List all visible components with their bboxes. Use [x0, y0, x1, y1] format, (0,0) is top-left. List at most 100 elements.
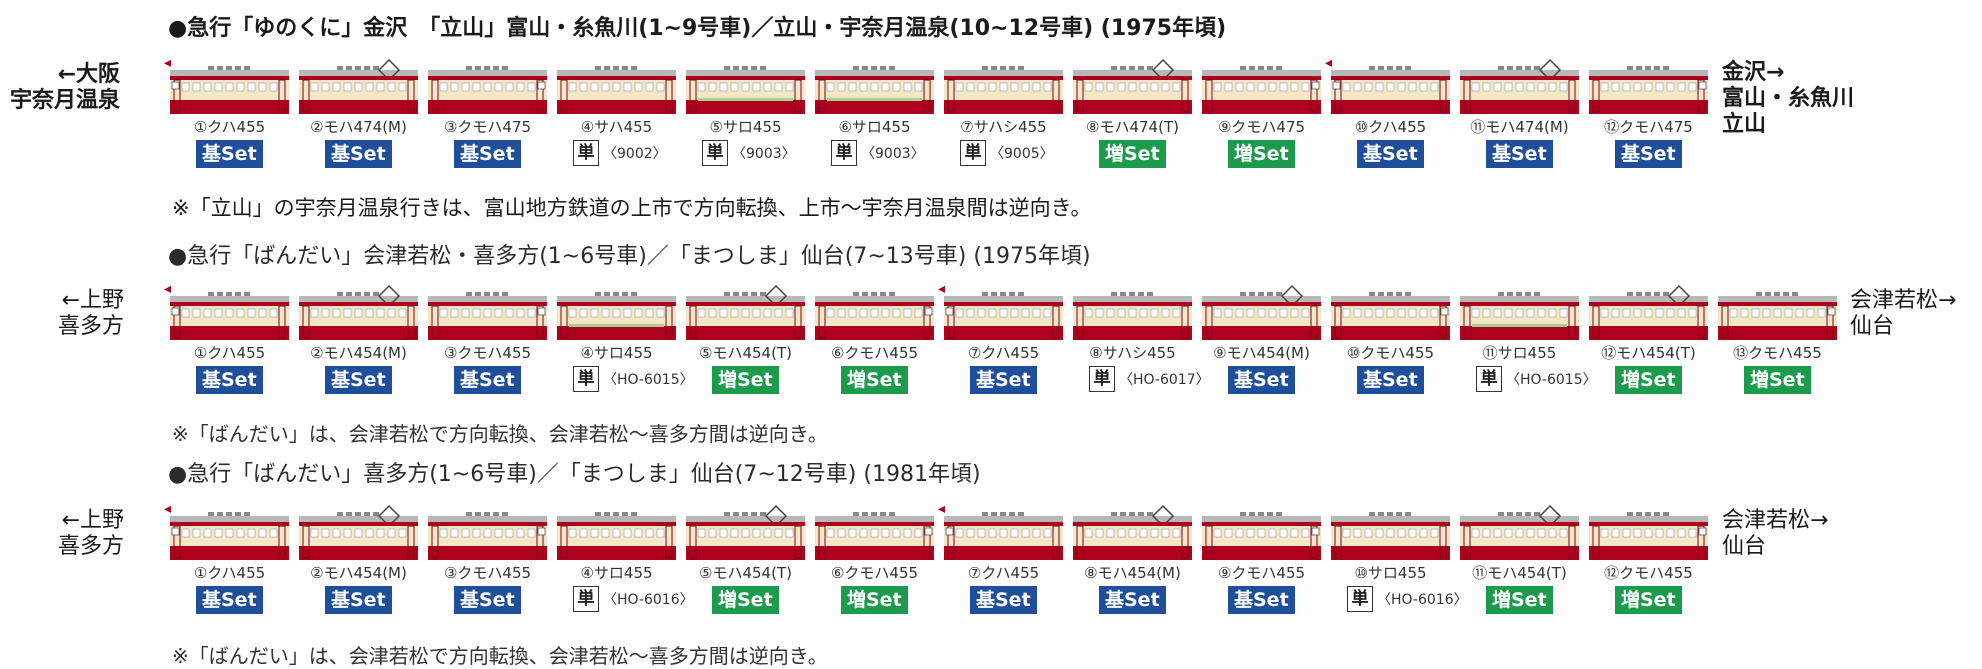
car-body [557, 512, 676, 560]
car-label: ⑧モハ474(T) [1086, 118, 1179, 136]
cab-arrow-icon: ◂ [164, 501, 172, 517]
section-note: ※「ばんだい」は、会津若松で方向転換、会津若松～喜多方間は逆向き。 [172, 644, 828, 668]
right-direction-label: 会津若松→ 仙台 [1850, 288, 1957, 339]
car-label: ③クモハ475 [443, 118, 532, 136]
car-body [299, 504, 418, 560]
base-set-badge: 基Set [1486, 140, 1553, 168]
car-label: ①クハ455 [193, 564, 266, 582]
car-body [1589, 284, 1708, 340]
train-car: ⑤モハ454(T) 増Set [684, 504, 807, 614]
car-body [686, 284, 805, 340]
base-set-badge: 基Set [1615, 140, 1682, 168]
car-label: ②モハ474(M) [310, 118, 407, 136]
single-badge: 単 [573, 366, 599, 392]
car-body [299, 58, 418, 114]
formation-section-1: ●急行「ゆのくに」金沢 「立山」富山・糸魚川(1~9号車)／立山・宇奈月温泉(1… [0, 0, 1982, 220]
single-badge: 単 [702, 140, 728, 166]
car-label: ②モハ454(M) [310, 344, 407, 362]
car-label: ⑬クモハ455 [1733, 344, 1822, 362]
car-label: ⑥サロ455 [838, 118, 911, 136]
car-label: ⑪サロ455 [1482, 344, 1557, 362]
car-label: ⑧サハシ455 [1089, 344, 1176, 362]
add-set-badge: 増Set [1615, 586, 1682, 614]
car-label: ⑪モハ474(M) [1470, 118, 1569, 136]
add-set-badge: 増Set [841, 366, 908, 394]
cab-arrow-icon: ◂ [938, 501, 946, 517]
car-label: ⑤モハ454(T) [699, 564, 792, 582]
cab-arrow-icon: ◂ [164, 281, 172, 297]
single-badge: 単 [960, 140, 986, 166]
single-badge: 単 [831, 140, 857, 166]
train-car: ⑪モハ474(M) 基Set [1458, 58, 1581, 168]
right-direction-label: 金沢→ 富山・糸魚川 立山 [1722, 60, 1855, 137]
add-set-badge: 増Set [1744, 366, 1811, 394]
car-body [815, 512, 934, 560]
car-label: ⑨モハ454(M) [1213, 344, 1310, 362]
car-label: ⑦クハ455 [967, 564, 1040, 582]
car-body [1073, 292, 1192, 340]
car-label: ④サロ455 [580, 564, 653, 582]
train-car: ⑧モハ454(M)基Set [1071, 504, 1194, 614]
formation-section-2: ●急行「ばんだい」会津若松・喜多方(1~6号車)／「まつしま」仙台(7~13号車… [58, 244, 1957, 446]
add-set-badge: 増Set [1615, 366, 1682, 394]
base-set-badge: 基Set [1228, 366, 1295, 394]
car-body [428, 512, 547, 560]
add-set-badge: 増Set [712, 586, 779, 614]
section-note: ※「立山」の宇奈月温泉行きは、富山地方鉄道の上市で方向転換、上市～宇奈月温泉間は… [172, 196, 1092, 220]
base-set-badge: 基Set [196, 366, 263, 394]
cab-arrow-icon: ◂ [938, 281, 946, 297]
single-car-product: 単〈HO-6015〉 [573, 366, 694, 392]
add-set-badge: 増Set [841, 586, 908, 614]
train-car: ②モハ454(M)基Set [297, 284, 420, 394]
single-car-product: 単〈9005〉 [960, 140, 1054, 166]
single-car-product: 単〈HO-6016〉 [1347, 586, 1468, 612]
base-set-badge: 基Set [325, 140, 392, 168]
single-badge: 単 [573, 140, 599, 166]
car-label: ⑪モハ454(T) [1472, 564, 1567, 582]
car-label: ⑦クハ455 [967, 344, 1040, 362]
car-body [1718, 292, 1837, 340]
car-body [428, 66, 547, 114]
section-title: ●急行「ばんだい」喜多方(1~6号車)／「まつしま」仙台(7~12号車) (19… [168, 462, 981, 487]
base-set-badge: 基Set [196, 140, 263, 168]
car-body [1589, 66, 1708, 114]
car-body [428, 292, 547, 340]
car-label: ⑩クモハ455 [1346, 344, 1435, 362]
car-label: ①クハ455 [193, 118, 266, 136]
car-label: ⑤モハ454(T) [699, 344, 792, 362]
car-label: ⑫クモハ475 [1604, 118, 1693, 136]
single-car-product: 単〈9002〉 [573, 140, 667, 166]
train-car: ◂ ⑦クハ455 基Set [938, 501, 1065, 614]
cab-arrow-icon: ◂ [1325, 55, 1333, 71]
car-body [1460, 504, 1579, 560]
car-body [1331, 66, 1450, 114]
base-set-badge: 基Set [970, 586, 1037, 614]
car-body [686, 504, 805, 560]
train-car: ②モハ454(M)基Set [297, 504, 420, 614]
train-car: ⑧サハシ455 単〈HO-6017〉 [1071, 284, 1210, 392]
car-body [170, 292, 289, 340]
car-body [557, 66, 676, 114]
single-badge: 単 [1347, 586, 1373, 612]
single-car-product: 単〈HO-6017〉 [1089, 366, 1210, 392]
base-set-badge: 基Set [1357, 140, 1424, 168]
base-set-badge: 基Set [970, 366, 1037, 394]
train-car: ⑫クモハ475 基Set [1587, 58, 1710, 168]
car-label: ⑨クモハ455 [1217, 564, 1306, 582]
